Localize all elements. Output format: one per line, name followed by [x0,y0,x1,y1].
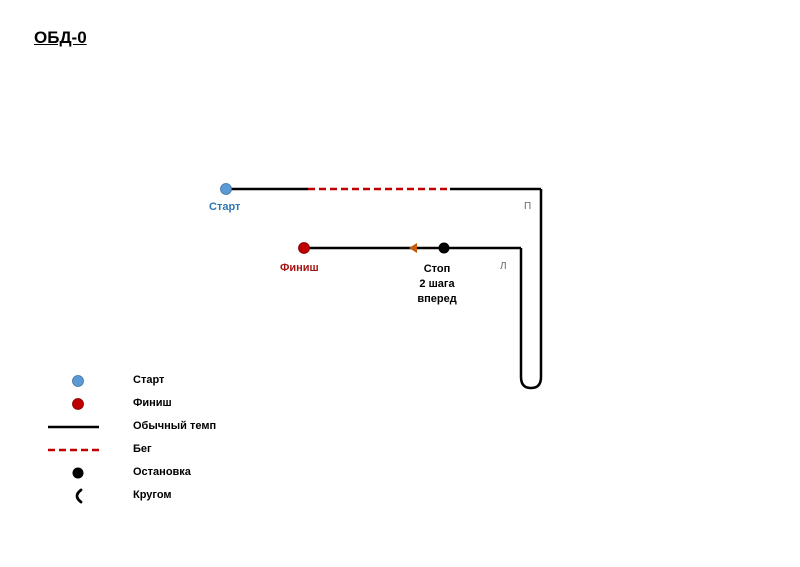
finish-dot-icon [72,398,84,410]
start-dot [220,183,232,195]
stop-label-line-2: 2 шага [419,278,455,290]
start-dot-icon [72,375,84,387]
stop-label-line-3: вперед [417,293,457,305]
stop-label: Стоп 2 шага вперед [414,262,460,307]
stop-label-line-1: Стоп [423,263,451,275]
legend-label: Финиш [133,397,172,409]
path-turn-down-and-back [519,189,543,390]
start-label: Старт [209,201,241,213]
turn-left-label: Л [500,261,507,272]
diagram-title: ОБД-0 [34,28,87,47]
legend-label: Остановка [133,466,191,478]
normal-line-icon [48,425,99,429]
direction-arrow [409,243,417,253]
about-turn-icon [75,488,83,504]
finish-label: Финиш [280,262,319,274]
turn-right-label: П [524,201,532,212]
stop-dot [438,242,450,254]
finish-dot [298,242,310,254]
stop-dot-icon [72,467,84,479]
legend-label: Обычный темп [133,420,217,432]
legend-label: Кругом [133,489,172,501]
legend-label: Бег [133,443,152,455]
legend-label: Старт [133,374,165,386]
run-line-icon [48,448,99,452]
